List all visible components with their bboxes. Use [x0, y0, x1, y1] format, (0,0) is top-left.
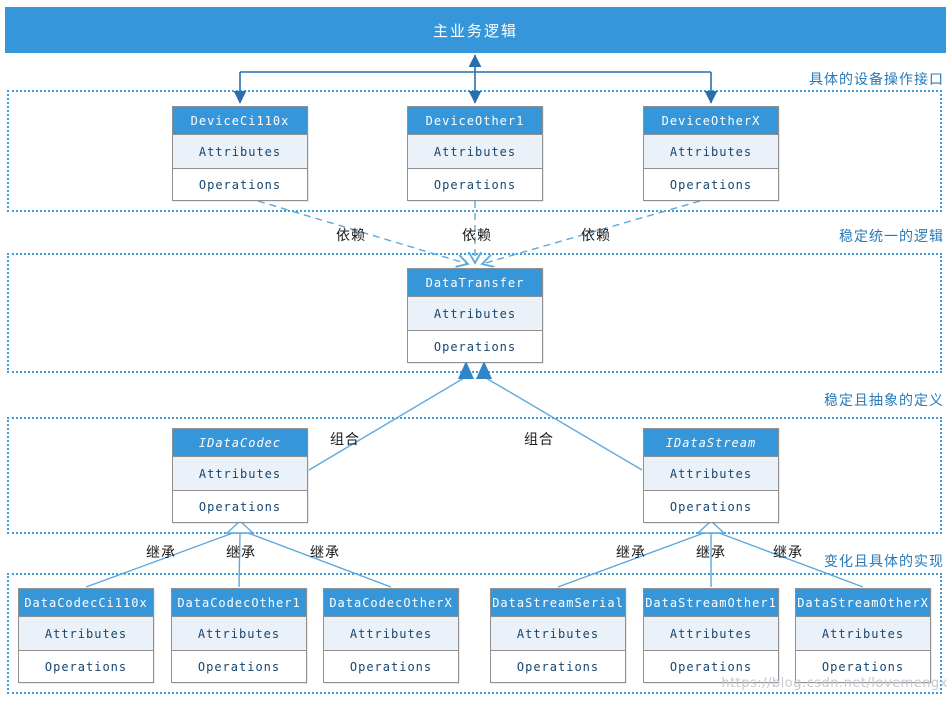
- class-name: DataCodecCi110x: [19, 589, 153, 617]
- class-name: DataCodecOtherX: [324, 589, 458, 617]
- class-operations-row: Operations: [172, 651, 306, 682]
- region-abstract-definition: [7, 417, 942, 534]
- composition-label: 组合: [524, 432, 554, 448]
- class-name: DeviceOtherX: [644, 107, 778, 135]
- inheritance-label: 继承: [773, 545, 803, 561]
- class-box-datacodec-otherx: DataCodecOtherX Attributes Operations: [323, 588, 459, 683]
- class-attributes-row: Attributes: [173, 457, 307, 491]
- watermark-url: https://blog.csdn.net/lovemengx: [721, 676, 948, 691]
- class-box-idatastream: IDataStream Attributes Operations: [643, 428, 779, 523]
- class-name: DeviceCi110x: [173, 107, 307, 135]
- class-box-device-ci110x: DeviceCi110x Attributes Operations: [172, 106, 308, 201]
- class-operations-row: Operations: [324, 651, 458, 682]
- class-box-datacodec-other1: DataCodecOther1 Attributes Operations: [171, 588, 307, 683]
- dependency-label: 依赖: [581, 228, 611, 244]
- class-operations-row: Operations: [408, 169, 542, 200]
- dependency-label: 依赖: [336, 228, 366, 244]
- class-attributes-row: Attributes: [796, 617, 930, 651]
- inheritance-label: 继承: [146, 545, 176, 561]
- class-name: DeviceOther1: [408, 107, 542, 135]
- class-name: DataCodecOther1: [172, 589, 306, 617]
- class-name: DataStreamOther1: [644, 589, 778, 617]
- class-attributes-row: Attributes: [491, 617, 625, 651]
- class-attributes-row: Attributes: [172, 617, 306, 651]
- class-attributes-row: Attributes: [644, 457, 778, 491]
- class-operations-row: Operations: [173, 491, 307, 522]
- main-business-logic-banner: 主业务逻辑: [5, 7, 946, 53]
- class-operations-row: Operations: [19, 651, 153, 682]
- class-operations-row: Operations: [491, 651, 625, 682]
- class-attributes-row: Attributes: [19, 617, 153, 651]
- class-attributes-row: Attributes: [408, 135, 542, 169]
- class-attributes-row: Attributes: [644, 617, 778, 651]
- class-name: DataStreamSerial: [491, 589, 625, 617]
- class-operations-row: Operations: [644, 169, 778, 200]
- class-operations-row: Operations: [173, 169, 307, 200]
- class-operations-row: Operations: [408, 331, 542, 362]
- composition-label: 组合: [330, 432, 360, 448]
- class-box-datastream-serial: DataStreamSerial Attributes Operations: [490, 588, 626, 683]
- region-label-device-interface: 具体的设备操作接口: [809, 72, 944, 88]
- class-box-datastream-other1: DataStreamOther1 Attributes Operations: [643, 588, 779, 683]
- class-box-device-otherx: DeviceOtherX Attributes Operations: [643, 106, 779, 201]
- dependency-label: 依赖: [462, 228, 492, 244]
- region-label-abstract-definition: 稳定且抽象的定义: [824, 393, 944, 409]
- class-attributes-row: Attributes: [324, 617, 458, 651]
- region-label-concrete-implementation: 变化且具体的实现: [824, 554, 944, 570]
- inheritance-label: 继承: [696, 545, 726, 561]
- class-box-idatacodec: IDataCodec Attributes Operations: [172, 428, 308, 523]
- inheritance-label: 继承: [226, 545, 256, 561]
- region-concrete-implementation: [7, 573, 942, 694]
- class-operations-row: Operations: [644, 491, 778, 522]
- interface-name: IDataCodec: [173, 429, 307, 457]
- inheritance-label: 继承: [616, 545, 646, 561]
- class-box-datacodec-ci110x: DataCodecCi110x Attributes Operations: [18, 588, 154, 683]
- inheritance-label: 继承: [310, 545, 340, 561]
- class-name: DataStreamOtherX: [796, 589, 930, 617]
- class-operations-row: Operations: [796, 651, 930, 682]
- banner-title: 主业务逻辑: [432, 21, 518, 40]
- class-attributes-row: Attributes: [644, 135, 778, 169]
- interface-name: IDataStream: [644, 429, 778, 457]
- class-box-datatransfer: DataTransfer Attributes Operations: [407, 268, 543, 363]
- class-operations-row: Operations: [644, 651, 778, 682]
- region-label-stable-logic: 稳定统一的逻辑: [839, 229, 944, 245]
- class-name: DataTransfer: [408, 269, 542, 297]
- class-attributes-row: Attributes: [408, 297, 542, 331]
- class-box-device-other1: DeviceOther1 Attributes Operations: [407, 106, 543, 201]
- class-box-datastream-otherx: DataStreamOtherX Attributes Operations: [795, 588, 931, 683]
- class-attributes-row: Attributes: [173, 135, 307, 169]
